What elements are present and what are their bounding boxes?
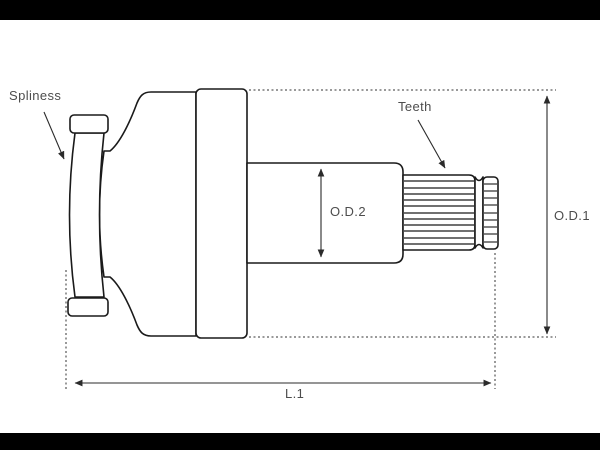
letterbox-bottom-bar — [0, 433, 600, 450]
letterbox-top-bar — [0, 0, 600, 20]
dimension-lines — [43, 95, 551, 387]
spline-teeth-lines — [404, 180, 474, 245]
teeth-label: Teeth — [398, 99, 432, 114]
spliness-leader-arrow — [43, 111, 65, 160]
barrel-outline — [246, 162, 404, 264]
end-cap-rib-lines — [484, 183, 497, 243]
part-outline — [67, 88, 499, 339]
od1-label: O.D.1 — [554, 208, 590, 223]
collar-top-tab — [69, 114, 109, 134]
bell-housing-outline — [98, 91, 197, 337]
collar-bottom-tab — [67, 297, 109, 317]
teeth-leader-arrow — [417, 119, 446, 169]
shaft-neck-outline — [474, 176, 484, 249]
collar-strip-outline — [68, 132, 105, 298]
drum-outline — [195, 88, 248, 339]
od2-label: O.D.2 — [330, 204, 366, 219]
spliness-label: Spliness — [9, 88, 62, 103]
extension-lines — [65, 89, 556, 389]
l1-label: L.1 — [285, 386, 305, 401]
